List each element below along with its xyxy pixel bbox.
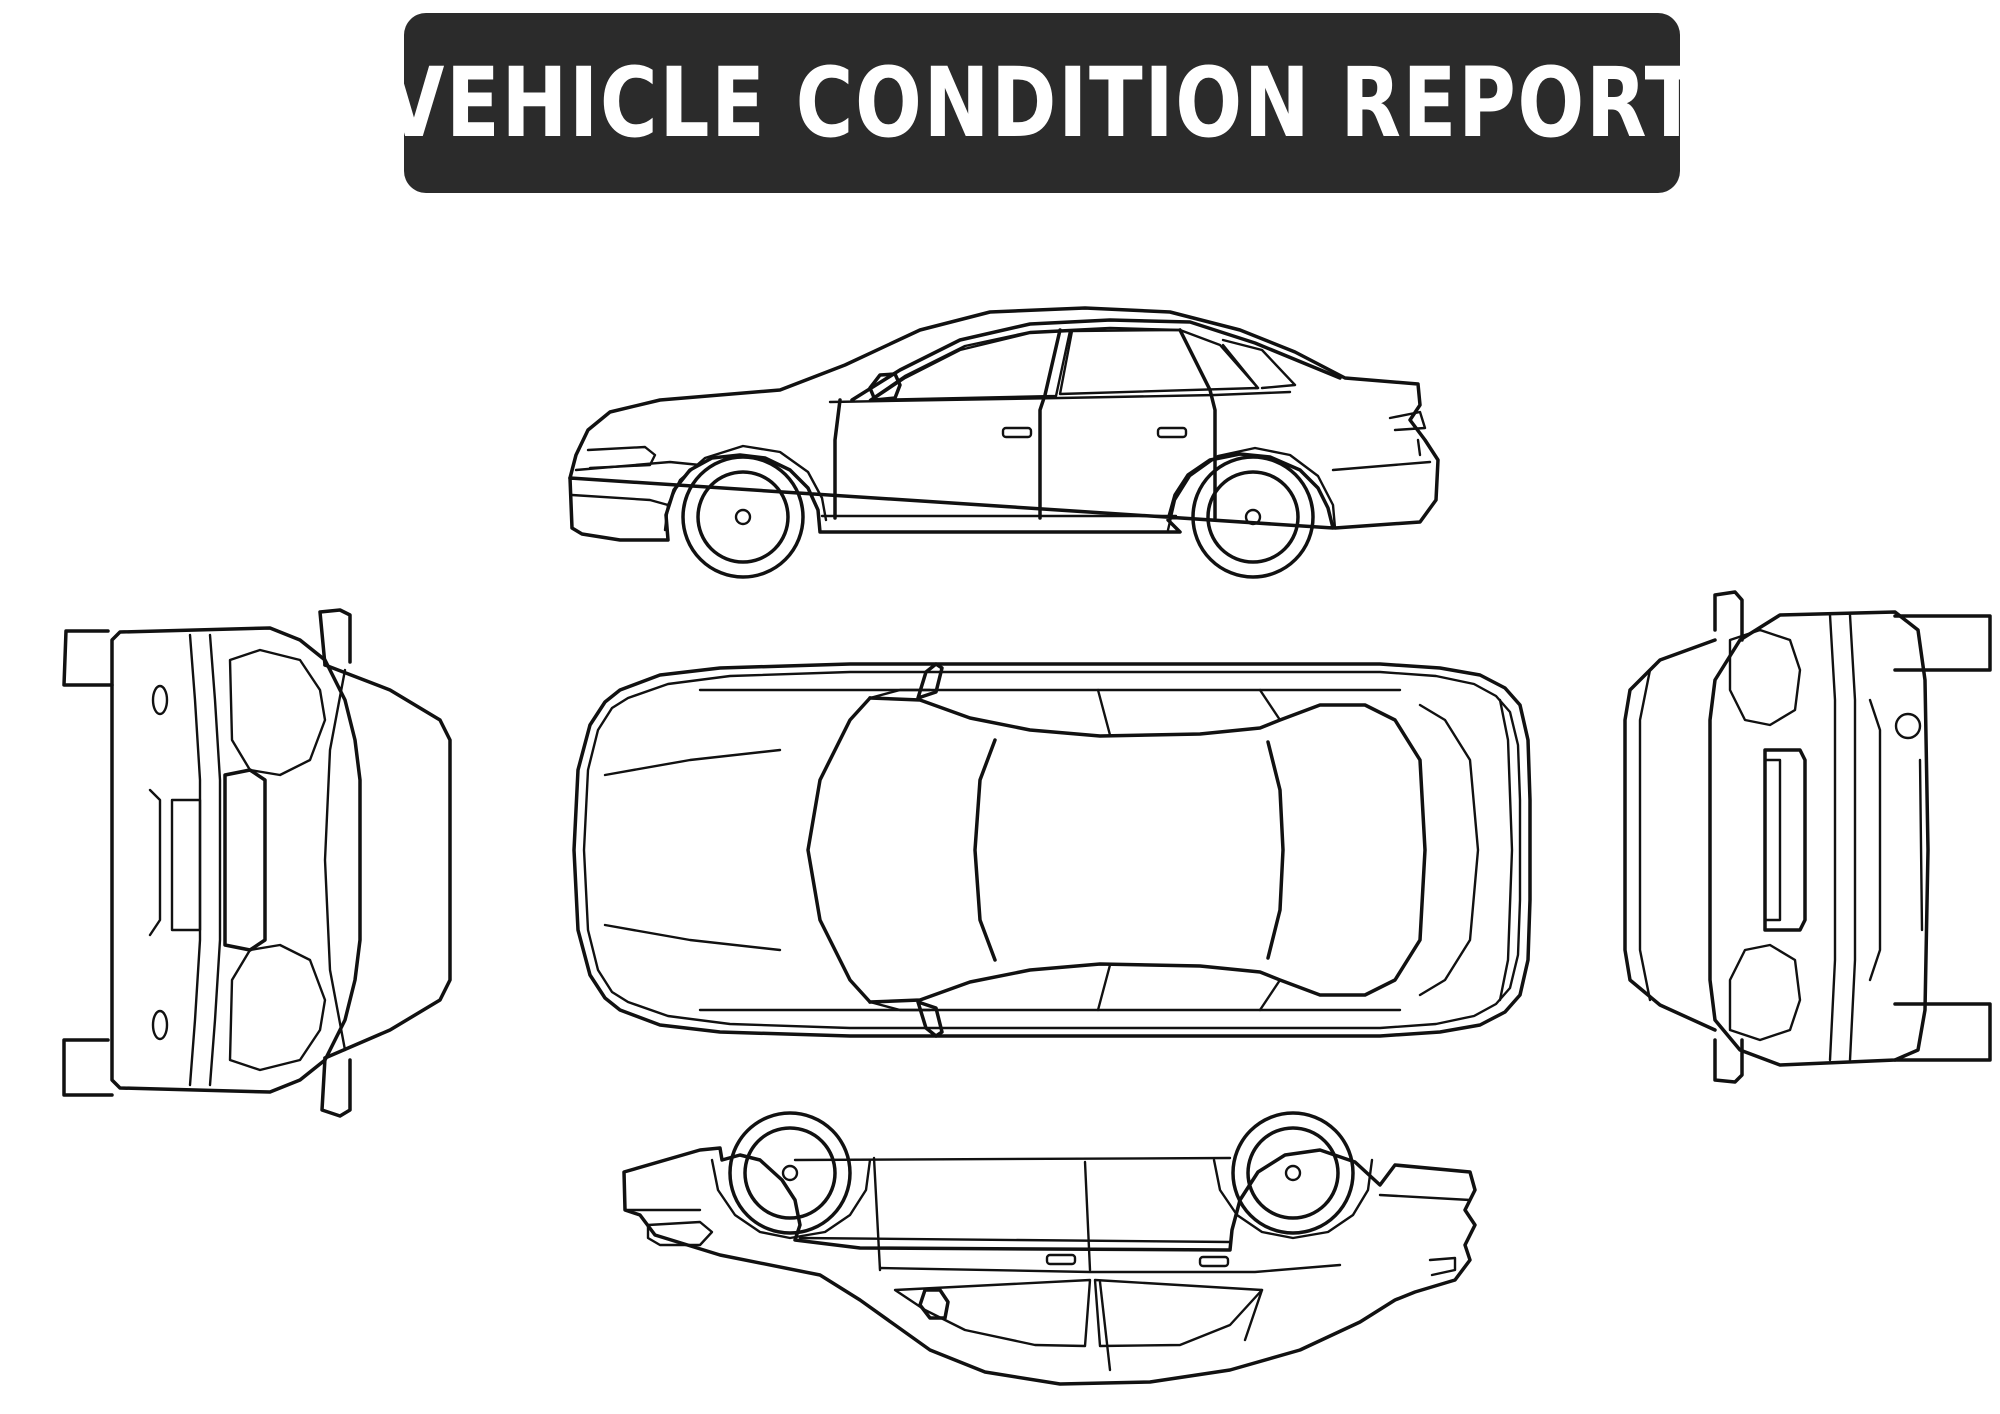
side-view-left[interactable]	[568, 306, 1440, 579]
rear-view[interactable]	[1623, 590, 1992, 1084]
top-view[interactable]	[572, 662, 1532, 1038]
front-view[interactable]	[62, 608, 452, 1118]
page-title: VEHICLE CONDITION REPORT	[383, 47, 1701, 159]
title-banner: VEHICLE CONDITION REPORT	[384, 13, 1699, 193]
side-view-right[interactable]	[622, 1111, 1477, 1386]
